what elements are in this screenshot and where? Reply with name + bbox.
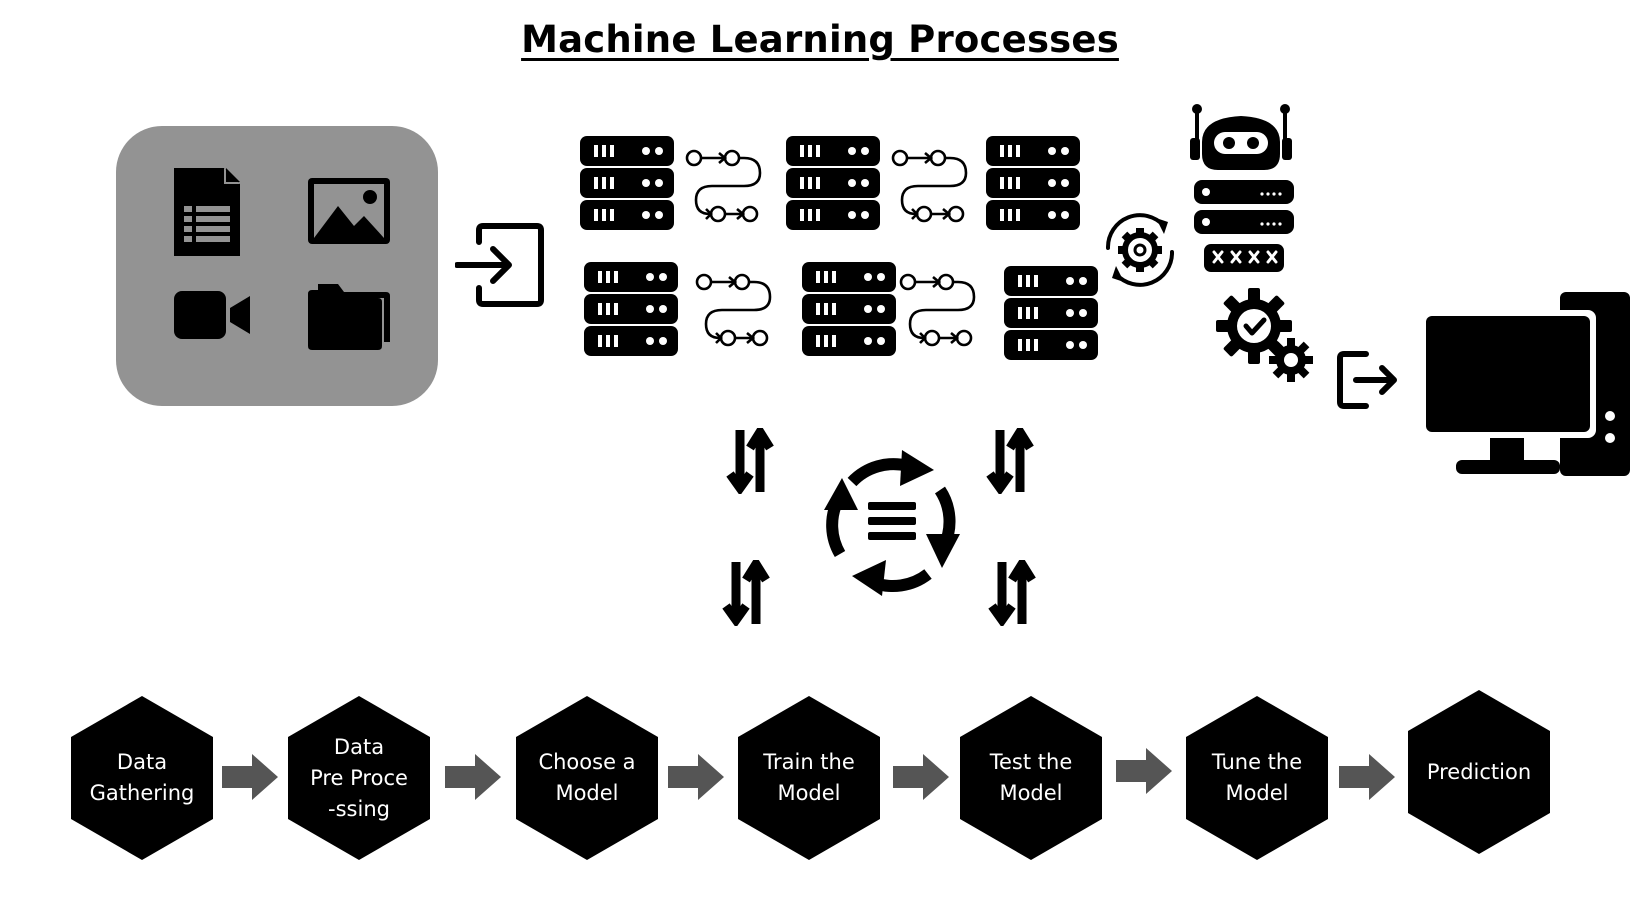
right-arrow-icon xyxy=(893,754,949,800)
step-choose-model: Choose a Model xyxy=(516,696,658,860)
server-rack-icon xyxy=(802,262,896,356)
cycle-list-icon xyxy=(824,450,960,596)
step-label: Tune the Model xyxy=(1211,750,1303,805)
workflow-path-icon xyxy=(695,273,772,347)
gears-check-icon xyxy=(1216,288,1313,382)
step-label: Train the Model xyxy=(763,750,855,805)
up-down-arrows-icon xyxy=(988,560,1036,626)
step-tune-model: Tune the Model xyxy=(1186,696,1328,860)
right-arrow-icon xyxy=(668,754,724,800)
step-data-preprocessing: Data Pre Proce -ssing xyxy=(288,696,430,860)
right-arrow-icon xyxy=(222,754,278,800)
up-down-arrows-icon xyxy=(722,560,770,626)
server-rack-icon xyxy=(580,136,674,230)
step-label: Prediction xyxy=(1426,759,1532,784)
step-prediction: Prediction xyxy=(1408,690,1550,854)
page-title: Machine Learning Processes xyxy=(521,18,1119,61)
right-arrow-icon xyxy=(445,754,501,800)
workflow-path-icon xyxy=(899,273,976,347)
step-label: Data Gathering xyxy=(89,750,195,805)
server-rack-icon xyxy=(1004,266,1098,360)
step-label: Choose a Model xyxy=(538,750,636,805)
server-workflow-grid xyxy=(580,136,1098,360)
step-data-gathering: Data Gathering xyxy=(71,696,213,860)
video-camera-icon xyxy=(174,291,250,339)
workflow-path-icon xyxy=(685,149,762,223)
server-rack-icon xyxy=(584,262,678,356)
spreadsheet-document-icon xyxy=(174,168,240,256)
desktop-computer-icon xyxy=(1420,292,1630,476)
step-test-model: Test the Model xyxy=(960,696,1102,860)
folders-icon xyxy=(308,284,390,350)
server-rack-icon xyxy=(786,136,880,230)
robot-server-icon xyxy=(1190,104,1294,272)
data-sources-panel xyxy=(116,126,438,406)
gear-refresh-icon xyxy=(1105,213,1175,287)
server-rack-icon xyxy=(986,136,1080,230)
step-label: Data Pre Proce -ssing xyxy=(310,734,408,821)
workflow-path-icon xyxy=(891,149,968,223)
step-train-model: Train the Model xyxy=(738,696,880,860)
sign-in-icon xyxy=(455,223,544,307)
step-label: Test the Model xyxy=(989,750,1073,805)
right-arrow-icon xyxy=(1116,748,1172,794)
right-arrow-icon xyxy=(1339,754,1395,800)
sign-out-icon xyxy=(1337,351,1397,409)
image-icon xyxy=(308,178,390,244)
up-down-arrows-icon xyxy=(986,428,1034,494)
up-down-arrows-icon xyxy=(726,428,774,494)
